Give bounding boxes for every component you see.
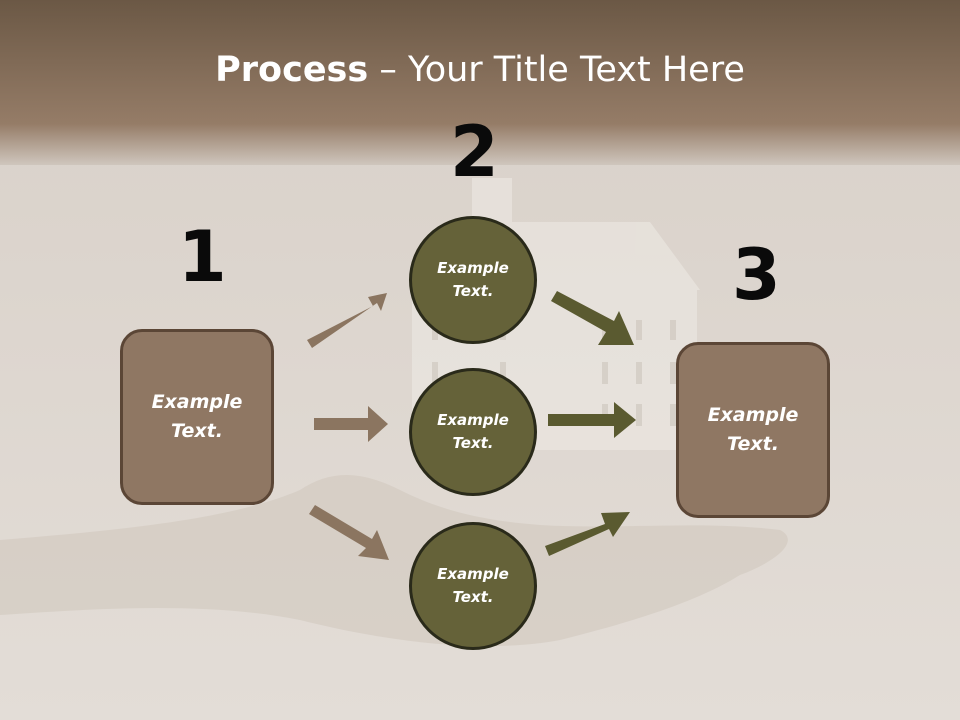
arrow-circle-bottom-to-box3 <box>545 512 630 556</box>
step-2-circle-bottom: Example Text. <box>409 522 537 650</box>
arrow-circle-middle-to-box3 <box>548 402 636 438</box>
step-2-circle-bottom-text: Example Text. <box>437 565 509 606</box>
step-1-number: 1 <box>178 216 227 298</box>
step-2-circle-top-text: Example Text. <box>437 259 509 300</box>
step-2-circle-middle-text: Example Text. <box>437 411 509 452</box>
step-2-number: 2 <box>450 111 499 193</box>
arrow-box1-to-circle-top <box>307 293 387 348</box>
arrow-box1-to-circle-bottom <box>309 505 389 560</box>
step-3-number: 3 <box>732 234 781 316</box>
hand-graphic <box>0 475 788 647</box>
arrow-circle-top-to-box3 <box>551 291 634 345</box>
arrow-box1-to-circle-middle <box>314 406 388 442</box>
step-2-circle-middle: Example Text. <box>409 368 537 496</box>
title-bold: Process <box>215 50 369 90</box>
step-1-text: Example Text. <box>151 391 243 442</box>
slide-title: Process – Your Title Text Here <box>0 50 960 90</box>
step-2-circle-top: Example Text. <box>409 216 537 344</box>
title-rest: – Your Title Text Here <box>368 50 745 90</box>
step-3-text: Example Text. <box>707 404 799 455</box>
step-1-box: Example Text. <box>120 329 274 505</box>
step-3-box: Example Text. <box>676 342 830 518</box>
